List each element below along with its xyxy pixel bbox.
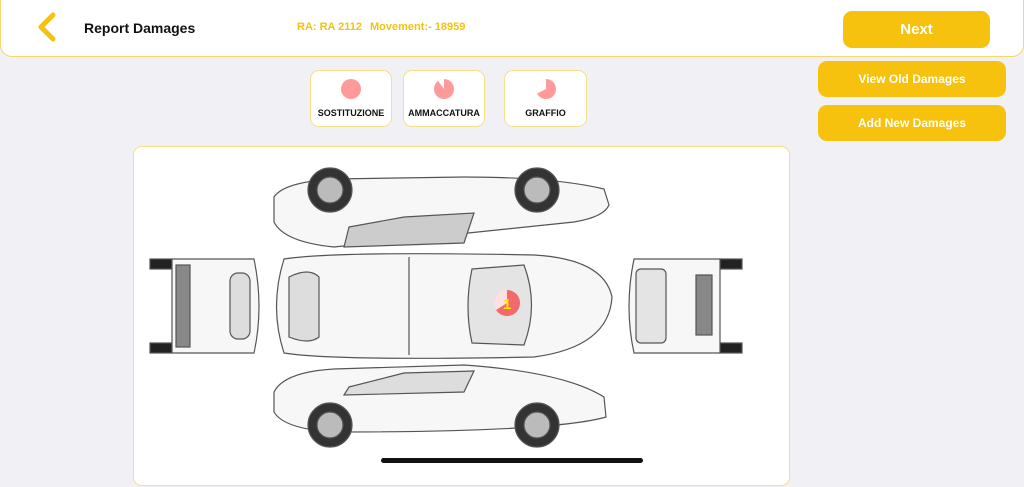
legend-label: SOSTITUZIONE <box>317 108 385 118</box>
home-indicator[interactable] <box>381 458 643 463</box>
car-side-view-right[interactable] <box>273 364 607 448</box>
next-button[interactable]: Next <box>843 11 990 48</box>
chevron-left-icon[interactable] <box>35 12 59 42</box>
legend-label: AMMACCATURA <box>408 108 480 118</box>
reference-info: RA: RA 2112 Movement:- 18959 <box>297 21 473 33</box>
pie-65-icon <box>535 79 556 99</box>
add-new-damages-button[interactable]: Add New Damages <box>818 105 1006 141</box>
pie-90-icon <box>434 78 454 99</box>
legend-graffio[interactable]: GRAFFIO <box>504 70 587 127</box>
legend-label: GRAFFIO <box>525 108 566 118</box>
car-side-view-left[interactable] <box>273 167 610 248</box>
view-old-damages-button[interactable]: View Old Damages <box>818 61 1006 97</box>
damage-marker[interactable]: 1 <box>493 289 520 316</box>
full-circle-icon <box>341 79 361 99</box>
car-diagram[interactable]: 1 <box>134 147 791 487</box>
ra-number: RA: RA 2112 <box>297 21 363 33</box>
car-front-view[interactable] <box>149 258 260 354</box>
legend-sostituzione[interactable]: SOSTITUZIONE <box>310 70 392 127</box>
car-rear-view[interactable] <box>628 258 743 354</box>
legend-ammaccatura[interactable]: AMMACCATURA <box>403 70 485 127</box>
damage-marker-label: 1 <box>503 296 511 313</box>
car-diagram-panel[interactable]: 1 <box>133 146 790 486</box>
movement-number: Movement:- 18959 <box>370 21 466 33</box>
page-title: Report Damages <box>84 20 196 36</box>
car-top-view[interactable] <box>275 253 613 359</box>
